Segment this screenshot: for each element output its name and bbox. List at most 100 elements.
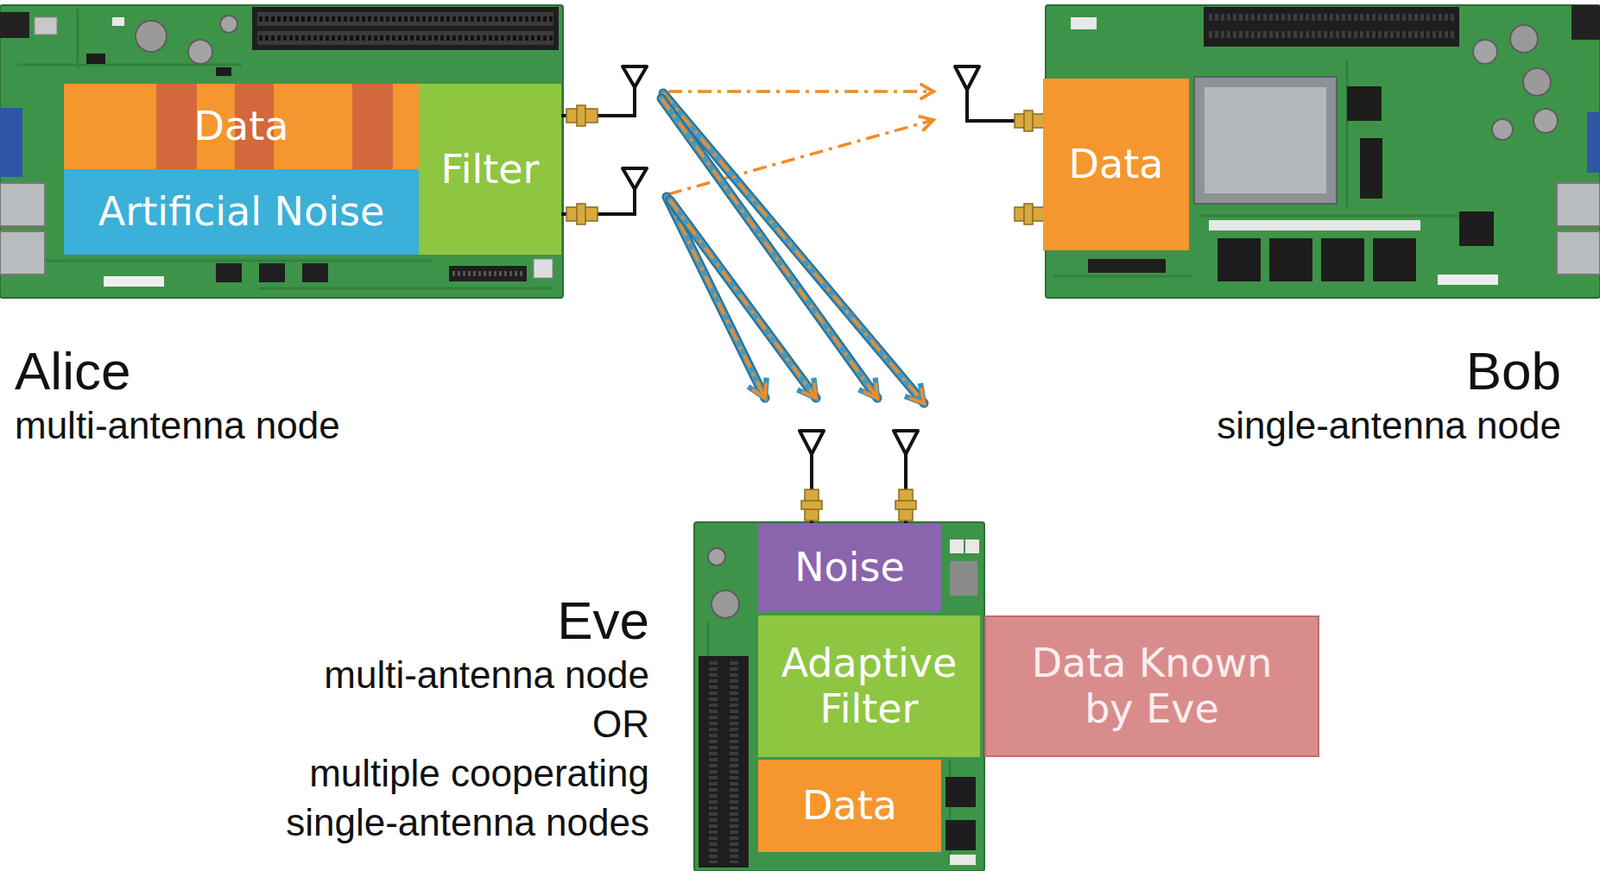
eavesdrop-arrow bbox=[661, 98, 878, 399]
signal-path bbox=[561, 189, 812, 524]
radio-board: Alicemulti-antenna nodeDataArtificial No… bbox=[0, 5, 563, 298]
node-description: multi-antenna node bbox=[14, 400, 341, 450]
bob-pcb-part bbox=[1203, 6, 1460, 47]
block-label: Noise bbox=[794, 544, 905, 591]
function-block: Noise bbox=[758, 523, 942, 613]
eavesdrop-arrow-outline bbox=[663, 93, 924, 404]
node-name: Alice bbox=[14, 341, 341, 401]
rf-connector-part bbox=[576, 203, 586, 225]
bob-pcb-part bbox=[1070, 17, 1097, 30]
rf-connector bbox=[566, 105, 1044, 521]
block-label: Filter bbox=[441, 146, 540, 193]
bob-pcb-part bbox=[1321, 238, 1365, 282]
signal-path bbox=[561, 189, 816, 524]
alice-pcb-part bbox=[449, 265, 527, 282]
signal-path bbox=[561, 87, 906, 524]
node-caption: Bobsingle-antenna node bbox=[1216, 341, 1562, 450]
eve-pcb-part bbox=[949, 854, 976, 866]
signal-path bbox=[561, 87, 924, 524]
rf-connector-part bbox=[1024, 110, 1033, 132]
alice-pcb-part bbox=[0, 231, 45, 275]
bob-pcb-part bbox=[1208, 13, 1455, 21]
function-block: Data bbox=[63, 83, 419, 170]
alice-pcb-part bbox=[259, 16, 553, 22]
rf-connector-part bbox=[576, 105, 586, 127]
eve-pcb-part bbox=[694, 522, 985, 871]
eve-pcb-part bbox=[729, 661, 739, 864]
alice-pcb-part bbox=[86, 53, 106, 64]
antenna-symbol-part bbox=[622, 66, 647, 88]
bob-pcb-part bbox=[1556, 231, 1600, 275]
eve-pcb-part bbox=[708, 661, 718, 864]
antenna-symbol-part bbox=[954, 66, 980, 90]
eve-pcb-part bbox=[711, 590, 740, 619]
block-label: Adaptive Filter bbox=[766, 640, 972, 733]
bob-pcb-part bbox=[1533, 108, 1558, 133]
radio-board: Bobsingle-antenna nodeData bbox=[1045, 5, 1600, 298]
alice-pcb-part bbox=[0, 183, 45, 227]
bob-pcb-part bbox=[1459, 211, 1494, 247]
eavesdrop-arrow-outline bbox=[661, 98, 878, 399]
node-caption: Evemulti-antenna nodeORmultiple cooperat… bbox=[285, 590, 650, 848]
alice-pcb-part bbox=[259, 263, 285, 283]
bob-pcb-part bbox=[1473, 39, 1498, 64]
alice-pcb-part bbox=[533, 259, 553, 279]
function-block: Adaptive Filter bbox=[758, 615, 981, 758]
eve-pcb-part bbox=[708, 548, 726, 566]
bob-pcb-part bbox=[1556, 183, 1600, 227]
bob-pcb-part bbox=[1347, 86, 1382, 121]
antenna-symbol bbox=[622, 66, 980, 455]
eavesdrop-arrow bbox=[666, 196, 766, 399]
bob-pcb-part bbox=[1208, 31, 1455, 38]
bob-pcb-part bbox=[1217, 238, 1261, 282]
bob-pcb-part bbox=[1087, 259, 1166, 273]
signal-path bbox=[561, 87, 1044, 121]
bob-pcb-part bbox=[1204, 87, 1327, 194]
alice-pcb-part bbox=[215, 67, 232, 76]
antenna-symbol-part bbox=[893, 430, 918, 455]
alice-pcb-part bbox=[302, 263, 329, 283]
rf-connector-part bbox=[801, 500, 823, 510]
eavesdrop-arrow bbox=[663, 93, 924, 404]
alice-pcb-part bbox=[0, 5, 563, 298]
node-name: Eve bbox=[285, 590, 650, 651]
antenna-symbol-part bbox=[799, 430, 824, 455]
alice-pcb bbox=[0, 5, 563, 298]
radio-board: Evemulti-antenna nodeORmultiple cooperat… bbox=[694, 522, 985, 871]
bob-pcb-part bbox=[1510, 25, 1538, 53]
function-block: Artificial Noise bbox=[63, 169, 419, 255]
bob-pcb-part bbox=[1492, 119, 1513, 140]
bob-pcb-part bbox=[1523, 68, 1551, 96]
alice-pcb-part bbox=[188, 39, 213, 64]
bob-pcb-part bbox=[1372, 238, 1417, 282]
bob-pcb-part bbox=[1269, 238, 1313, 282]
block-label: Data bbox=[194, 103, 290, 150]
bob-pcb-part bbox=[1587, 112, 1600, 173]
alice-pcb-part bbox=[112, 17, 125, 26]
node-caption: Alicemulti-antenna node bbox=[14, 341, 341, 450]
eve-pcb-part bbox=[698, 656, 749, 868]
bob-pcb-part bbox=[1359, 138, 1383, 199]
bob-pcb bbox=[1045, 5, 1600, 298]
alice-pcb-part bbox=[215, 263, 242, 283]
block-label: Data bbox=[802, 783, 898, 829]
bob-pcb-part bbox=[1437, 274, 1499, 285]
function-block: Data Known by Eve bbox=[984, 615, 1320, 758]
rf-connector-part bbox=[1024, 203, 1033, 225]
alice-pcb-part bbox=[259, 35, 553, 41]
alice-pcb-part bbox=[220, 15, 238, 33]
alice-pcb-part bbox=[452, 271, 524, 277]
node-description: single-antenna node bbox=[1216, 400, 1562, 450]
eve-pcb-part bbox=[965, 539, 980, 554]
alice-pcb-part bbox=[0, 107, 23, 178]
eve-pcb-part bbox=[945, 820, 976, 851]
block-label: Data bbox=[1068, 141, 1164, 188]
eve-pcb bbox=[694, 522, 985, 871]
data-signal-arrow bbox=[668, 89, 934, 94]
alice-pcb-part bbox=[257, 31, 554, 45]
bob-pcb-part bbox=[1045, 5, 1600, 298]
bob-pcb-part bbox=[1194, 76, 1337, 204]
data-signal-arrow bbox=[661, 98, 878, 399]
node-description: single-antenna nodes bbox=[285, 797, 650, 848]
eavesdrop-arrow-outline bbox=[670, 200, 816, 399]
